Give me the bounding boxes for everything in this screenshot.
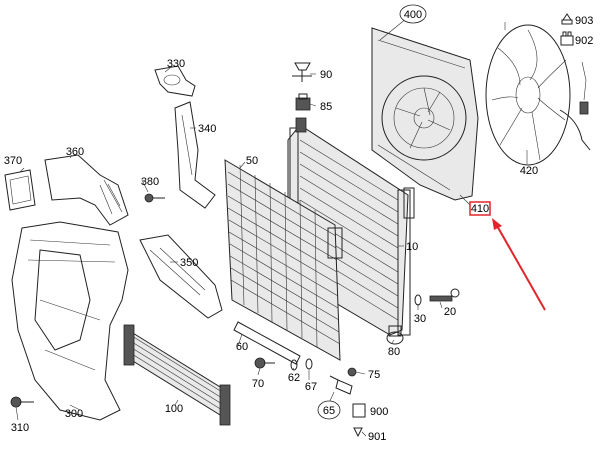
- callout-340[interactable]: 340: [198, 123, 216, 135]
- svg-text:350: 350: [180, 257, 198, 269]
- ring-67-part[interactable]: [305, 358, 313, 370]
- callout-380[interactable]: 380: [141, 176, 159, 188]
- svg-text:370: 370: [4, 155, 22, 167]
- svg-text:70: 70: [252, 378, 264, 390]
- callout-65[interactable]: 65: [317, 400, 341, 420]
- svg-text:360: 360: [66, 146, 84, 158]
- washer-30-part[interactable]: [414, 294, 422, 306]
- highlight-arrow: [492, 218, 546, 311]
- callout-30[interactable]: 30: [414, 313, 426, 325]
- part-900[interactable]: [352, 403, 366, 418]
- seal-370-part[interactable]: [4, 169, 36, 211]
- svg-text:60: 60: [236, 341, 248, 353]
- fan-shroud-part[interactable]: [371, 27, 479, 201]
- callout-300[interactable]: 300: [65, 408, 83, 420]
- svg-text:30: 30: [414, 313, 426, 325]
- callout-100[interactable]: 100: [165, 403, 183, 415]
- svg-text:50: 50: [246, 155, 258, 167]
- callout-901[interactable]: 901: [368, 431, 386, 443]
- front-frame-part[interactable]: [11, 221, 129, 421]
- mount-80-part[interactable]: [386, 325, 404, 345]
- callout-90[interactable]: 90: [320, 69, 332, 81]
- callout-400[interactable]: 400: [399, 4, 427, 24]
- callout-310[interactable]: 310: [11, 422, 29, 434]
- charge-air-cooler-part[interactable]: [123, 324, 231, 426]
- condenser-part[interactable]: [224, 159, 343, 361]
- connector-902-part[interactable]: [560, 31, 574, 46]
- callout-420[interactable]: 420: [520, 165, 538, 177]
- callout-70[interactable]: 70: [252, 378, 264, 390]
- svg-text:67: 67: [305, 381, 317, 393]
- svg-text:100: 100: [165, 403, 183, 415]
- svg-text:65: 65: [323, 405, 335, 417]
- callout-10[interactable]: 10: [406, 241, 418, 253]
- svg-text:90: 90: [320, 69, 332, 81]
- callout-80[interactable]: 80: [388, 346, 400, 358]
- callout-50[interactable]: 50: [246, 155, 258, 167]
- air-duct-350-part[interactable]: [139, 234, 223, 319]
- svg-text:420: 420: [520, 165, 538, 177]
- tube-60-part[interactable]: [233, 321, 301, 365]
- callout-75[interactable]: 75: [368, 369, 380, 381]
- callout-330[interactable]: 330: [167, 58, 185, 70]
- callout-350[interactable]: 350: [180, 257, 198, 269]
- callout-900[interactable]: 900: [370, 406, 388, 418]
- callout-360[interactable]: 360: [66, 146, 84, 158]
- ring-62-part[interactable]: [290, 359, 298, 371]
- svg-text:310: 310: [11, 422, 29, 434]
- callout-903[interactable]: 903: [575, 15, 593, 27]
- svg-text:20: 20: [444, 306, 456, 318]
- bolt-20-part[interactable]: [429, 288, 460, 302]
- callout-410[interactable]: 410: [469, 201, 491, 216]
- callout-902[interactable]: 902: [575, 35, 593, 47]
- callout-67[interactable]: 67: [305, 381, 317, 393]
- fan-motor-part[interactable]: [485, 24, 591, 166]
- svg-text:80: 80: [388, 346, 400, 358]
- svg-text:340: 340: [198, 123, 216, 135]
- screw-380-part[interactable]: [144, 193, 165, 203]
- svg-text:10: 10: [406, 241, 418, 253]
- svg-text:380: 380: [141, 176, 159, 188]
- svg-text:300: 300: [65, 408, 83, 420]
- callout-20[interactable]: 20: [444, 306, 456, 318]
- screw-70-part[interactable]: [254, 357, 275, 369]
- bracket-85-part[interactable]: [295, 93, 311, 111]
- svg-text:902: 902: [575, 35, 593, 47]
- callout-60[interactable]: 60: [236, 341, 248, 353]
- clamp-330-part[interactable]: [154, 65, 196, 97]
- bolt-75-part[interactable]: [347, 367, 357, 377]
- connector-903-part[interactable]: [561, 13, 573, 25]
- callout-62[interactable]: 62: [288, 372, 300, 384]
- part-901[interactable]: [353, 427, 363, 438]
- clip-90-part[interactable]: [292, 62, 312, 82]
- svg-text:903: 903: [575, 15, 593, 27]
- svg-text:75: 75: [368, 369, 380, 381]
- svg-text:62: 62: [288, 372, 300, 384]
- svg-text:85: 85: [320, 101, 332, 113]
- svg-text:901: 901: [368, 431, 386, 443]
- duct-360-part[interactable]: [44, 154, 129, 226]
- callout-85[interactable]: 85: [320, 101, 332, 113]
- switch-65-part[interactable]: [329, 375, 353, 395]
- hose-340-part[interactable]: [174, 101, 216, 209]
- fan-cable-line: [581, 61, 587, 101]
- callout-370[interactable]: 370: [4, 155, 22, 167]
- screw-310-part[interactable]: [10, 396, 34, 408]
- svg-text:410: 410: [471, 203, 489, 215]
- svg-text:900: 900: [370, 406, 388, 418]
- svg-text:400: 400: [404, 9, 422, 21]
- svg-text:330: 330: [167, 58, 185, 70]
